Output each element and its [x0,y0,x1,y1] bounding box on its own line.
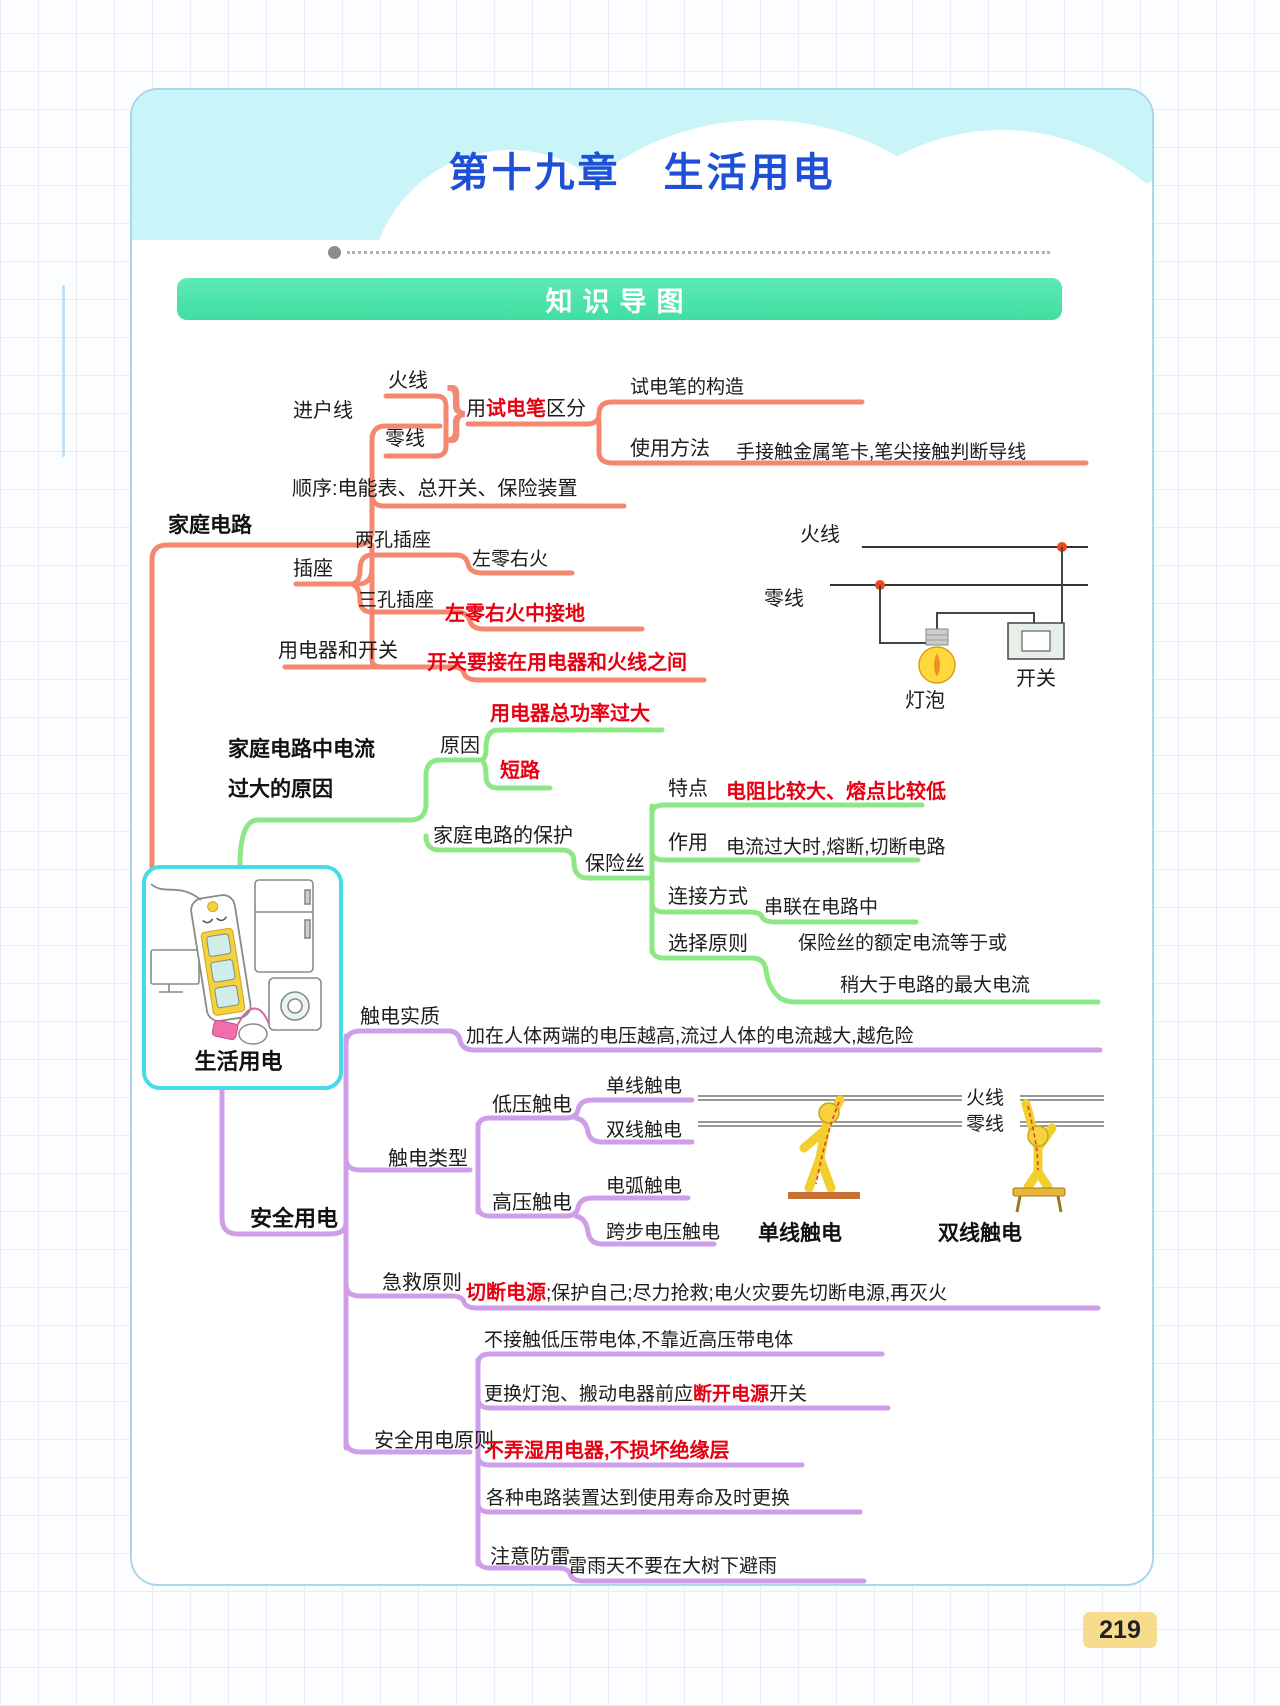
root-node-box [142,865,343,1090]
margin-mark [62,285,65,457]
node-tester-structure: 试电笔的构造 [630,377,745,398]
node-first-aid: 急救原则 [382,1272,462,1294]
first-aid-highlight: 切断电源 [466,1282,546,1304]
node-protection: 家庭电路的保护 [433,825,573,847]
chapter-title: 第十九章 生活用电 [448,151,836,195]
leaf-step-voltage: 跨步电压触电 [606,1222,721,1243]
plug-icon [211,1019,239,1041]
distinguish-pre: 用 [466,398,486,420]
tv-icon [150,949,200,985]
content-card: 第十九章 生活用电 知识导图 [130,88,1154,1586]
node-fuse: 保险丝 [585,853,645,875]
node-safety-principles: 安全用电原则 [374,1430,494,1452]
dotted-rule [347,251,1050,254]
node-overcurrent-2: 过大的原因 [228,778,333,801]
node-three-hole: 三孔插座 [358,590,435,611]
leaf-principle-1: 不接触低压带电体,不靠近高压带电体 [484,1330,794,1351]
leaf-three-hole-rule: 左零右火中接地 [445,603,585,625]
principle-2-pre: 更换灯泡、搬动电器前应 [484,1384,694,1405]
leaf-principle-2: 更换灯泡、搬动电器前应断开电源开关 [484,1384,807,1406]
node-neutral-wire: 零线 [385,428,425,450]
power-strip-illustration [150,879,322,1045]
leaf-double-wire: 双线触电 [606,1120,683,1141]
leaf-lightning-rule: 雷雨天不要在大树下避雨 [568,1556,778,1577]
leaf-shock-essence: 加在人体两端的电压越高,流过人体的电流越大,越危险 [466,1026,914,1047]
leaf-fuse-function: 电流过大时,熔断,切断电路 [726,837,946,858]
node-shock-types: 触电类型 [388,1148,468,1170]
section-banner: 知识导图 [177,278,1062,320]
node-lightning: 注意防雷 [490,1546,570,1568]
node-two-hole: 两孔插座 [355,530,432,551]
node-fuse-feature: 特点 [668,778,708,800]
node-shock-essence: 触电实质 [360,1006,440,1028]
principle-2-highlight: 断开电源 [693,1384,770,1405]
leaf-fuse-selection-1: 保险丝的额定电流等于或 [798,933,1008,954]
distinguish-highlight: 试电笔 [486,398,546,420]
node-high-voltage: 高压触电 [492,1192,572,1214]
node-distinguish: 用试电笔区分 [466,398,586,421]
brace-glyph: } [446,375,466,444]
node-live-wire: 火线 [388,370,428,392]
power-cord [150,883,202,901]
node-usage: 使用方法 [630,438,710,460]
leaf-two-hole-rule: 左零右火 [472,549,549,570]
leaf-fuse-feature: 电阻比较大、熔点比较低 [726,781,946,803]
node-safety: 安全用电 [250,1206,339,1231]
page-number: 219 [1099,1615,1141,1644]
leaf-order: 顺序:电能表、总开关、保险装置 [292,478,578,500]
leaf-switch-rule: 开关要接在用电器和火线之间 [427,652,687,674]
node-fuse-selection: 选择原则 [668,933,748,955]
fridge-icon [254,879,314,973]
leaf-cause-short: 短路 [500,760,540,782]
leaf-fuse-connection: 串联在电路中 [764,897,879,918]
leaf-single-wire: 单线触电 [606,1076,683,1097]
principle-2-post: 开关 [769,1384,808,1405]
leaf-first-aid: 切断电源;保护自己;尽力抢救;电火灾要先切断电源,再灭火 [466,1282,947,1305]
leaf-cause-power: 用电器总功率过大 [490,703,650,725]
root-node-label: 生活用电 [194,1049,283,1074]
node-socket: 插座 [293,558,333,580]
leaf-fuse-selection-2: 稍大于电路的最大电流 [840,975,1031,996]
first-aid-rest: ;保护自己;尽力抢救;电火灾要先切断电源,再灭火 [546,1283,948,1304]
page-number-badge: 219 [1083,1612,1157,1648]
section-banner-label: 知识导图 [545,286,694,317]
node-home-circuit: 家庭电路 [168,514,252,537]
node-fuse-connection: 连接方式 [668,886,748,908]
rule-dot [328,246,341,259]
kettle-icon [238,1023,268,1045]
distinguish-post: 区分 [546,398,586,420]
node-service-line: 进户线 [293,400,353,422]
node-appliance-switch: 用电器和开关 [278,640,398,662]
node-overcurrent-1: 家庭电路中电流 [228,738,375,761]
node-low-voltage: 低压触电 [492,1094,572,1116]
leaf-usage-detail: 手接触金属笔卡,笔尖接触判断导线 [736,442,1027,463]
node-fuse-function: 作用 [668,832,708,854]
leaf-principle-3: 不弄湿用电器,不损坏绝缘层 [484,1440,730,1462]
leaf-arc-shock: 电弧触电 [606,1176,683,1197]
leaf-principle-4: 各种电路装置达到使用寿命及时更换 [486,1488,791,1509]
node-cause: 原因 [440,735,480,757]
